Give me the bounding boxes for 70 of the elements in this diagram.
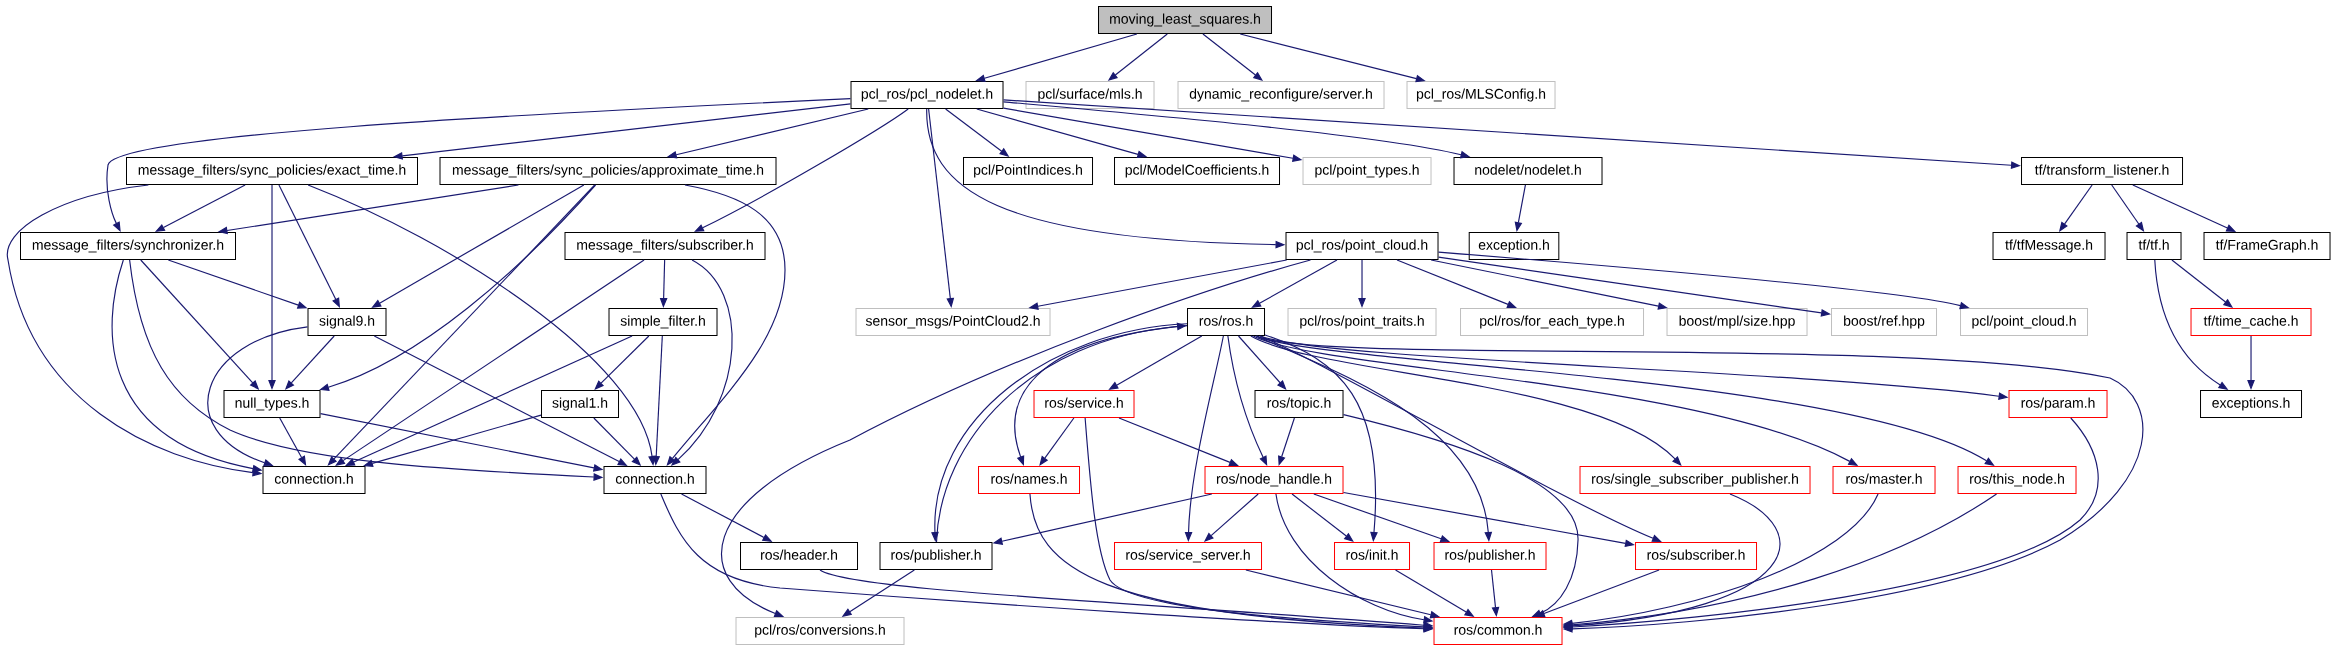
file-box: pcl/point_cloud.h: [1960, 308, 2088, 336]
file-box: connection.h: [603, 466, 707, 494]
file-box: ros/names.h: [978, 466, 1080, 494]
file-box: message_filters/sync_policies/exact_time.h: [126, 157, 418, 185]
file-box: ros/init.h: [1334, 542, 1410, 570]
file-box: pcl_ros/point_cloud.h: [1285, 232, 1439, 260]
file-box: null_types.h: [223, 390, 321, 418]
file-box: ros/header.h: [740, 542, 858, 570]
file-box: tf/transform_listener.h: [2021, 157, 2184, 185]
arrow: [1251, 259, 1338, 308]
file-box: nodelet/nodelet.h: [1453, 157, 1603, 185]
file-box: message_filters/synchronizer.h: [20, 232, 236, 260]
file-box: pcl/ros/point_traits.h: [1287, 308, 1437, 336]
file-box: ros/ros.h: [1187, 308, 1265, 336]
arrow: [1535, 569, 1660, 618]
arrow: [207, 326, 309, 467]
file-box: signal9.h: [307, 308, 387, 336]
arrow: [327, 184, 596, 466]
arrow: [1256, 335, 2144, 633]
file-box: moving_least_squares.h: [1098, 6, 1272, 34]
arrow: [106, 98, 852, 232]
arrow: [1278, 417, 1295, 466]
file-box: boost/mpl/size.hpp: [1666, 308, 1808, 336]
arrow: [594, 335, 650, 390]
file-box: tf/tf.h: [2126, 232, 2182, 260]
file-box: exceptions.h: [2200, 390, 2302, 418]
arrow: [1250, 335, 1682, 466]
file-box: tf/tfMessage.h: [1992, 232, 2106, 260]
file-box: tf/time_cache.h: [2190, 308, 2312, 336]
arrow: [666, 184, 786, 466]
arrow: [1039, 417, 1075, 466]
file-box: dynamic_reconfigure/server.h: [1177, 81, 1385, 109]
file-box: pcl/ros/for_each_type.h: [1460, 308, 1644, 336]
file-box: pcl_ros/pcl_nodelet.h: [850, 81, 1004, 109]
arrow: [1237, 335, 1287, 390]
file-box: tf/FrameGraph.h: [2203, 232, 2331, 260]
arrow: [1227, 335, 1268, 466]
file-box: sensor_msgs/PointCloud2.h: [855, 308, 1051, 336]
file-box: pcl/ros/conversions.h: [735, 617, 905, 645]
arrow: [335, 259, 645, 466]
file-box: ros/master.h: [1832, 466, 1936, 494]
file-box: simple_filter.h: [608, 308, 718, 336]
file-box: ros/single_subscriber_publisher.h: [1579, 466, 1811, 494]
file-box: ros/service.h: [1033, 390, 1135, 418]
file-box: ros/service_server.h: [1114, 542, 1262, 570]
file-box: pcl_ros/MLSConfig.h: [1406, 81, 1556, 109]
arrow: [720, 259, 1312, 617]
file-box: message_filters/subscriber.h: [564, 232, 766, 260]
arrow: [1396, 259, 1517, 308]
file-box: pcl/point_types.h: [1302, 157, 1432, 185]
file-box: ros/publisher.h: [879, 542, 993, 570]
arrow: [279, 417, 307, 466]
file-box: ros/topic.h: [1254, 390, 1344, 418]
file-box: ros/subscriber.h: [1635, 542, 1757, 570]
file-box: ros/this_node.h: [1957, 466, 2077, 494]
file-box: pcl/PointIndices.h: [963, 157, 1093, 185]
file-box: ros/node_handle.h: [1204, 466, 1344, 494]
file-box: ros/common.h: [1433, 617, 1563, 645]
file-box: connection.h: [262, 466, 366, 494]
file-box: ros/param.h: [2008, 390, 2108, 418]
arrow: [1118, 417, 1239, 466]
file-box: message_filters/sync_policies/approximate_time.h: [439, 157, 777, 185]
file-box: boost/ref.hpp: [1831, 308, 1937, 336]
arrow: [1342, 414, 1579, 617]
file-box: signal1.h: [541, 390, 619, 418]
arrow: [1291, 493, 1354, 542]
file-box: pcl/surface/mls.h: [1025, 81, 1155, 109]
file-box: exception.h: [1468, 232, 1560, 260]
file-box: ros/publisher.h: [1433, 542, 1547, 570]
file-box: pcl/ModelCoefficients.h: [1114, 157, 1280, 185]
